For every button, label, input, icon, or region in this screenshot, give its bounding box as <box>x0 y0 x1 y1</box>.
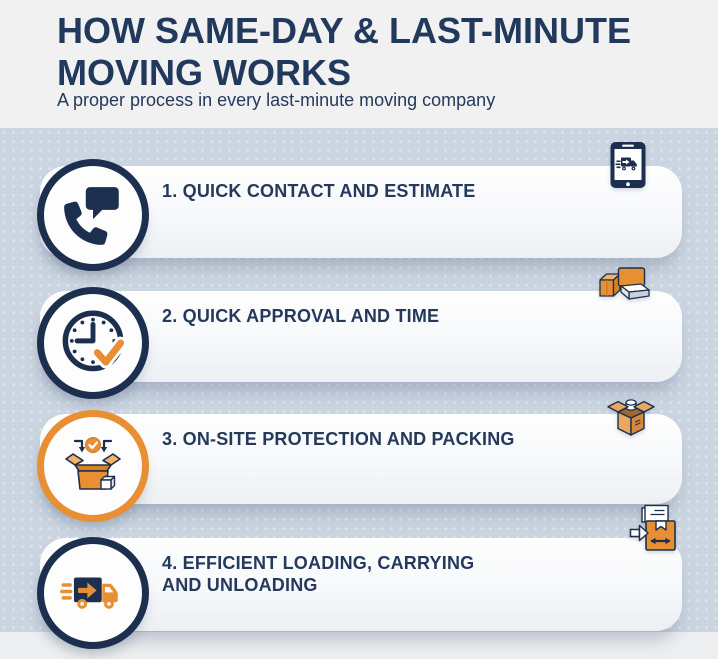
clock-check-icon <box>62 310 127 372</box>
phone-chat-icon <box>64 187 119 245</box>
step-2-label: 2. QUICK APPROVAL AND TIME <box>162 306 440 326</box>
packing-box-icon <box>65 437 121 490</box>
step-3-label: 3. ON-SITE PROTECTION AND PACKING <box>162 429 515 449</box>
moving-truck-icon <box>60 577 118 609</box>
step-card-1: 1. QUICK CONTACT AND ESTIMATE <box>40 166 682 258</box>
open-box-icon <box>607 399 655 436</box>
moving-boxes-icon <box>599 267 650 300</box>
package-documents-icon <box>629 504 676 551</box>
step-4-label: 4. EFFICIENT LOADING, CARRYING AND UNLOA… <box>162 553 475 595</box>
step-1-badge <box>37 159 149 271</box>
step-2-badge <box>37 287 149 399</box>
page-subtitle: A proper process in every last-minute mo… <box>57 90 496 110</box>
step-1-label: 1. QUICK CONTACT AND ESTIMATE <box>162 181 476 201</box>
step-3-badge <box>37 410 149 522</box>
step-4-badge <box>37 537 149 649</box>
smartphone-truck-icon <box>610 142 646 188</box>
page-title: HOW SAME-DAY & LAST-MINUTE MOVING WORKS <box>57 10 632 94</box>
